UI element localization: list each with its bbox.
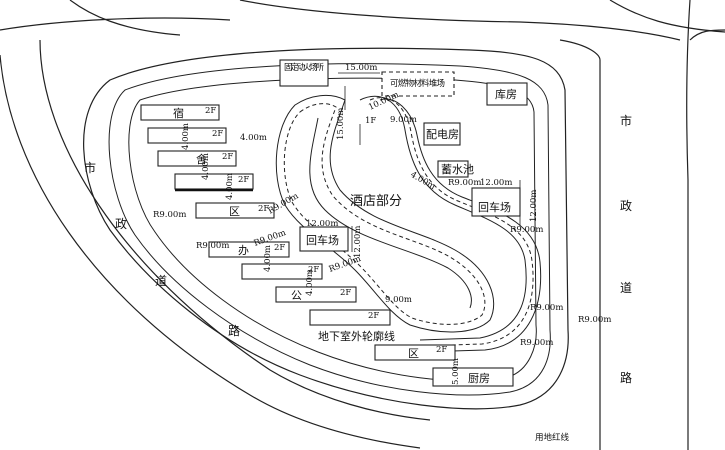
floor-tag-7: 2F xyxy=(308,265,319,275)
dim-12-central-h: 12.00m xyxy=(306,219,338,229)
dorm-block-3 xyxy=(157,150,237,167)
turnaround-east-label: 回车场 xyxy=(478,200,511,214)
right-road-char-4: 路 xyxy=(620,370,632,385)
office-char-1: 办 xyxy=(238,244,249,257)
r9-j: R9.00m xyxy=(520,338,553,348)
r9-g: R9.00m xyxy=(510,225,543,235)
dorm-char-3: 区 xyxy=(229,205,240,218)
dim-15v: 15.00m xyxy=(336,108,346,140)
floor-tag-6: 2F xyxy=(274,243,285,253)
power-room-label: 配电房 xyxy=(426,128,459,141)
r9-c: R9.00m xyxy=(196,241,229,251)
fire-pump-label: 固定动火场所 xyxy=(284,62,324,73)
right-road-char-1: 市 xyxy=(620,113,632,128)
dim-4-dorm2: 4.00m xyxy=(201,153,211,180)
floor-tag-1f: 1F xyxy=(365,116,376,126)
dorm-char-2: 舍 xyxy=(196,152,207,166)
left-road-char-2: 政 xyxy=(115,217,127,231)
r9-h: R9.00m xyxy=(530,303,563,313)
left-road-edge-2 xyxy=(69,0,181,36)
floor-tag-3: 2F xyxy=(222,152,233,162)
red-line-label: 用地红线 xyxy=(535,432,570,443)
dim-5: 5.00m xyxy=(451,358,461,385)
kitchen-label: 厨房 xyxy=(468,372,490,385)
right-road-right-edge xyxy=(686,0,691,450)
turnaround-central xyxy=(299,226,349,252)
dim-4-dorm1: 4.00m xyxy=(181,123,191,150)
left-road-char-4: 路 xyxy=(228,323,240,338)
dim-4-top: 4.00m xyxy=(240,133,267,143)
warehouse-label: 库房 xyxy=(495,88,517,101)
office-blocks xyxy=(208,241,391,326)
right-road-char-2: 政 xyxy=(620,199,632,213)
dorm-block-2 xyxy=(147,127,227,144)
dorm-block-5 xyxy=(195,202,275,219)
dim-9-south: 9.00m xyxy=(385,295,412,305)
dim-15h: 15.00m xyxy=(345,63,377,73)
site-red-line xyxy=(83,47,569,410)
floor-tag-9: 2F xyxy=(368,311,379,321)
left-road-char-3: 道 xyxy=(155,274,167,288)
r9-f: R9.00m xyxy=(448,178,481,188)
ring-road-outer xyxy=(108,63,551,396)
basement-outline-dashed xyxy=(283,103,486,325)
kitchen-block xyxy=(432,367,514,387)
fire-pump-room xyxy=(279,59,329,87)
hotel-building xyxy=(275,94,495,333)
dorm-block-1 xyxy=(140,104,220,121)
floor-tag-1: 2F xyxy=(205,106,216,116)
hotel-inner-lane xyxy=(309,117,472,309)
right-road-top-curve xyxy=(689,29,725,41)
dim-12-east-h: 12.00m xyxy=(480,178,512,188)
dim-4-office2: 4.00m xyxy=(305,269,315,296)
hotel-outline-outer xyxy=(275,94,495,333)
dim-9-top: 9.00m xyxy=(390,115,417,125)
right-road-char-3: 道 xyxy=(620,281,632,295)
office-block-2 xyxy=(241,263,323,280)
east-service-road-1 xyxy=(359,95,527,341)
south-block xyxy=(374,344,456,361)
r9-a: R9.00m xyxy=(153,210,186,220)
reservoir xyxy=(437,160,469,178)
reservoir-label: 蓄水池 xyxy=(441,163,474,176)
r9-i: R9.00m xyxy=(578,315,611,325)
hotel-label: 酒店部分 xyxy=(350,194,402,209)
power-room xyxy=(423,122,461,146)
floor-tag-5: 2F xyxy=(258,204,269,214)
warehouse xyxy=(486,82,528,106)
floor-tag-10: 2F xyxy=(436,345,447,355)
r9-b: R9.00m xyxy=(267,191,301,216)
dorm-blocks xyxy=(140,104,275,219)
left-road-edge-3 xyxy=(0,54,421,449)
office-block-4 xyxy=(309,309,391,326)
left-road-char-1: 市 xyxy=(84,160,96,175)
right-road-curve xyxy=(559,39,601,61)
floor-tag-8: 2F xyxy=(340,288,351,298)
floor-tag-4: 2F xyxy=(238,175,249,185)
dim-4-east: 4.00m xyxy=(409,170,437,192)
temp-area-label: 可燃物材料堆场 xyxy=(390,78,445,89)
left-road-edge-4 xyxy=(39,39,431,421)
office-char-3: 区 xyxy=(408,347,419,360)
office-block-1 xyxy=(208,241,290,258)
left-road-outer-edge xyxy=(0,17,231,31)
office-char-2: 公 xyxy=(291,289,302,302)
basement-line-label: 地下室外轮廓线 xyxy=(318,329,395,343)
office-block-3 xyxy=(275,286,357,303)
dim-4-office1: 4.00m xyxy=(263,245,273,272)
top-road-edge xyxy=(239,0,681,41)
top-road-edge-2 xyxy=(609,0,725,33)
floor-tag-2: 2F xyxy=(212,129,223,139)
dim-12-east-v: 12.00m xyxy=(529,190,539,222)
temp-material-yard xyxy=(381,71,455,97)
dim-12-central-v: 12.00m xyxy=(353,226,363,258)
turnaround-central-label: 回车场 xyxy=(306,233,339,247)
dorm-char-1: 宿 xyxy=(173,106,184,120)
dim-4-dorm3: 4.00m xyxy=(225,173,235,200)
